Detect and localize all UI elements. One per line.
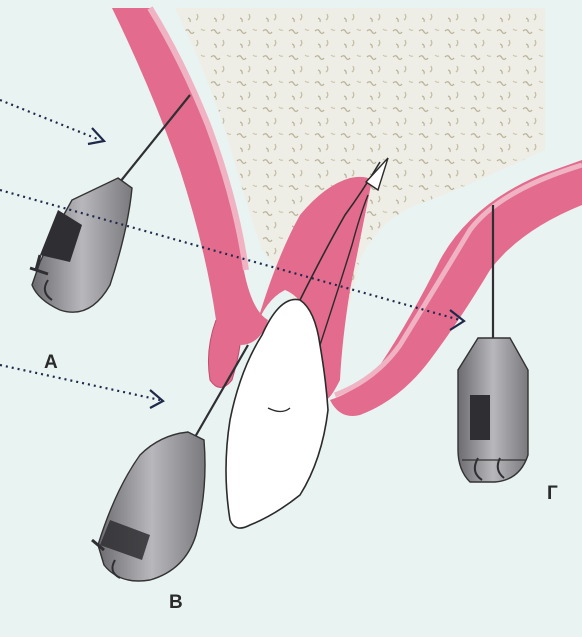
syringe-icon xyxy=(98,432,205,581)
label-v: В xyxy=(169,592,183,614)
label-a: А xyxy=(44,352,58,374)
arrow-to-v xyxy=(0,365,160,400)
label-g: Г xyxy=(547,483,558,505)
arrow-to-a xyxy=(0,100,100,140)
arrowhead-v xyxy=(150,390,163,408)
